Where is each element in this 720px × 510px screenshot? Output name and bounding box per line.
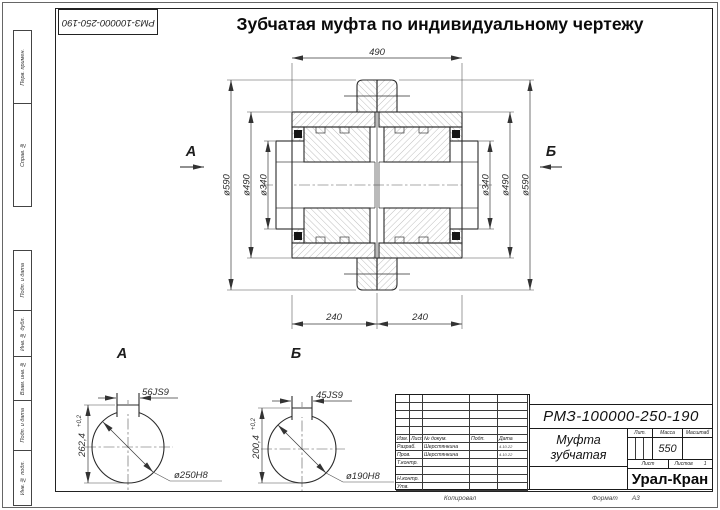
tooth-gap: [339, 236, 350, 244]
sleeve-band: [378, 111, 463, 128]
hub-gear: [303, 126, 371, 163]
row-role: [396, 467, 423, 475]
dim-d490-right: ø490: [501, 173, 512, 195]
row-name: [423, 459, 470, 467]
tooth-gap: [418, 126, 429, 134]
sleeve-band: [291, 242, 376, 259]
footer-copied: Копировал: [443, 495, 477, 502]
tooth-gap: [418, 236, 429, 244]
row-role: Т.контр.: [396, 459, 423, 467]
doc-number-box: РМЗ-100000-250-190: [58, 9, 158, 35]
tooth-gap: [394, 126, 405, 134]
seal: [452, 232, 460, 240]
tooth-gap: [394, 236, 405, 244]
dim-height-b: 200,4: [251, 435, 262, 460]
title-block-doc-number: РМЗ-100000-250-190: [529, 404, 713, 429]
dim-d340-left: ø340: [259, 173, 270, 195]
hub-barrel-left: [275, 140, 293, 230]
section-view-a: А 56JS9 262,4 +0,2 ø250Н8: [77, 346, 222, 491]
view-arrow-label-b: Б: [546, 144, 556, 160]
hub-gear: [383, 207, 451, 244]
dim-keyway-b: 45JS9: [316, 390, 344, 401]
drawing-frame: [55, 8, 713, 492]
dim-240-left: 240: [325, 312, 343, 323]
dim-keyway-a: 56JS9: [142, 387, 170, 398]
row-name: [423, 475, 470, 483]
tooth-gap: [315, 126, 326, 134]
section-b-label: Б: [291, 346, 301, 362]
row-sign: [470, 459, 498, 467]
dim-bore-a: ø250Н8: [174, 470, 209, 481]
col-podp: Подп.: [470, 435, 498, 443]
sleeve-band: [378, 242, 463, 259]
section-view-b: Б 45JS9 200,4 +0,2 ø190Н8: [251, 346, 394, 491]
col-izm: Изм.: [396, 435, 410, 443]
row-role: Пров.: [396, 451, 423, 459]
row-name: Шерстянкина: [423, 443, 470, 451]
row-sign: [470, 443, 498, 451]
dim-height-a: 262,4: [77, 433, 88, 458]
col-docnum: № докум.: [423, 435, 470, 443]
row-sign: [470, 475, 498, 483]
row-sign: [470, 451, 498, 459]
dim-height-a-tol: +0,2: [77, 414, 83, 427]
seal: [294, 232, 302, 240]
format-label: Формат: [592, 495, 618, 502]
title-block-part-name: Муфта зубчатая: [529, 428, 628, 467]
format-value: А3: [631, 495, 640, 502]
title-block-material-cell: [529, 466, 628, 490]
row-name: [423, 467, 470, 475]
row-role: Разраб.: [396, 443, 423, 451]
row-date: [498, 459, 528, 467]
row-date: [498, 475, 528, 483]
dim-length: 490: [369, 47, 386, 58]
hub-gear: [303, 207, 371, 244]
sleeve-band: [291, 111, 376, 128]
seal: [294, 130, 302, 138]
hub-barrel-right: [461, 140, 479, 230]
row-date: [498, 467, 528, 475]
footer-format: Формат А3: [592, 493, 702, 504]
col-list: Лист: [410, 435, 423, 443]
dim-d490-left: ø490: [242, 173, 253, 195]
margin-box-sprav-no: Справ. №: [13, 103, 32, 207]
seal: [452, 130, 460, 138]
section-a-label: А: [116, 346, 127, 362]
company-name: Урал-Кран: [627, 468, 713, 490]
margin-box-inv-podl: Инв. № подл.: [13, 450, 32, 506]
mass-value: 550: [652, 437, 683, 460]
sheets-value: 1: [703, 461, 707, 467]
row-sign: [470, 467, 498, 475]
coupling-section: [262, 79, 492, 291]
dim-bore-b: ø190Н8: [346, 471, 381, 482]
part-name-line2: зубчатая: [550, 447, 607, 462]
part-name-line1: Муфта: [556, 433, 601, 448]
dim-d590-right: ø590: [521, 173, 532, 195]
dim-d340-right: ø340: [481, 173, 492, 195]
scale-value-cell: [682, 437, 713, 460]
row-date: 4.10.22: [498, 443, 528, 451]
tooth-gap: [339, 126, 350, 134]
row-name: [423, 483, 470, 491]
dim-height-b-tol: +0,2: [251, 417, 257, 430]
row-role: Н.контр.: [396, 475, 423, 483]
main-view-dimensions: 490 ø590 ø490 ø340 ø340 ø490 ø590 240 24…: [180, 47, 562, 329]
row-date: [498, 483, 528, 491]
lit-value-cell: [627, 437, 653, 460]
hub-gear: [383, 126, 451, 163]
col-data: Дата: [498, 435, 528, 443]
row-sign: [470, 483, 498, 491]
dim-240-right: 240: [411, 312, 429, 323]
title-block-revision-table: Изм. Лист № докум. Подп. Дата Разраб. Ше…: [395, 394, 530, 491]
row-name: Шерстянкина: [423, 451, 470, 459]
dim-d590-left: ø590: [222, 173, 233, 195]
tooth-gap: [315, 236, 326, 244]
row-role: Утв.: [396, 483, 423, 491]
view-arrow-label-a: А: [185, 144, 196, 160]
sheets-label: Листов: [674, 461, 693, 467]
row-date: 4.10.22: [498, 451, 528, 459]
page-title: Зубчатая муфта по индивидуальному чертеж…: [236, 13, 644, 34]
